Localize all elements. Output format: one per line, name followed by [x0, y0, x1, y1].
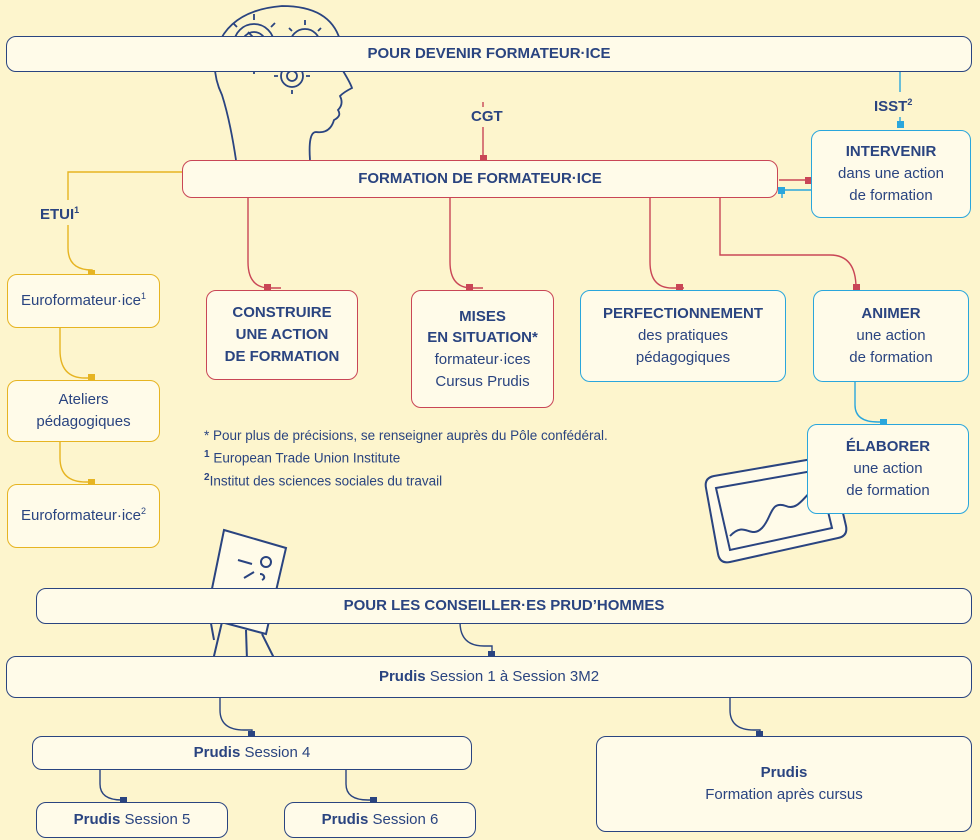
- prudhommes-title: POUR LES CONSEILLER·ES PRUD’HOMMES: [343, 597, 665, 615]
- elaborer-line2: une action: [853, 460, 923, 478]
- ateliers-line2: pédagogiques: [36, 413, 131, 430]
- prudis-s5-text: Session 5: [124, 811, 191, 829]
- etui-sup: 1: [74, 205, 80, 215]
- footnote-2-sup: 2: [204, 471, 210, 483]
- elaborer-heading: ÉLABORER: [845, 438, 931, 456]
- etui-text: ETUI: [40, 206, 75, 223]
- euroformateur-2-label: Euroformateur·ice2: [21, 505, 146, 527]
- footnotes: * Pour plus de précisions, se renseigner…: [204, 426, 608, 490]
- prudis-s5-label: Prudis Session 5: [74, 809, 191, 831]
- prudis-apres-brand: Prudis: [760, 764, 808, 782]
- perfectionnement-line2: des pratiques: [637, 327, 729, 345]
- euroformateur-2-box: Euroformateur·ice2: [7, 484, 160, 548]
- isst-sup: 2: [907, 97, 913, 107]
- construire-box: CONSTRUIRE UNE ACTION DE FORMATION: [206, 290, 358, 380]
- elaborer-box: ÉLABORER une action de formation: [807, 424, 969, 514]
- prudis-s6-brand: Prudis: [321, 811, 369, 829]
- pour-devenir-banner: POUR DEVENIR FORMATEUR·ICE: [6, 36, 972, 72]
- mises-line2: EN SITUATION*: [427, 329, 538, 347]
- prudis-s5-box: Prudis Session 5: [36, 802, 228, 838]
- euroformateur-2-text: Euroformateur·ice: [20, 507, 142, 525]
- prudis-s5-brand: Prudis: [73, 811, 121, 829]
- animer-box: ANIMER une action de formation: [813, 290, 969, 382]
- footnote-star: * Pour plus de précisions, se renseigner…: [204, 428, 608, 443]
- ateliers-box: Ateliers pédagogiques: [7, 380, 160, 442]
- footnote-2: 2Institut des sciences sociales du trava…: [204, 468, 608, 491]
- euroformateur-1-sup: 1: [141, 291, 147, 302]
- intervenir-line2: dans une action: [838, 165, 944, 183]
- mises-box: MISES EN SITUATION* formateur·ices Cursu…: [411, 290, 554, 408]
- prudis-s4-text: Session 4: [244, 744, 311, 762]
- prudis-s1-box: Prudis Session 1 à Session 3M2: [6, 656, 972, 698]
- prudis-s4-brand: Prudis: [193, 744, 241, 762]
- perfectionnement-heading: PERFECTIONNEMENT: [602, 305, 763, 323]
- formation-title: FORMATION DE FORMATEUR·ICE: [358, 170, 602, 188]
- pour-devenir-title: POUR DEVENIR FORMATEUR·ICE: [367, 45, 611, 63]
- etui-label: ETUI1: [36, 200, 84, 225]
- footnote-1-text: European Trade Union Institute: [213, 450, 401, 466]
- prudis-apres-text: Formation après cursus: [705, 786, 863, 803]
- elaborer-line3: de formation: [846, 481, 930, 499]
- intervenir-heading: INTERVENIR: [845, 143, 937, 161]
- euroformateur-1-box: Euroformateur·ice1: [7, 274, 160, 328]
- intervenir-box: INTERVENIR dans une action de formation: [811, 130, 971, 218]
- construire-line3: DE FORMATION: [224, 347, 340, 365]
- prudis-s4-box: Prudis Session 4: [32, 736, 472, 770]
- euroformateur-2-sup: 2: [141, 506, 147, 517]
- perfectionnement-box: PERFECTIONNEMENT des pratiques pédagogiq…: [580, 290, 786, 382]
- footnote-1: 1 European Trade Union Institute: [204, 445, 608, 468]
- mises-line3: formateur·ices: [434, 351, 531, 368]
- mises-line4: Cursus Prudis: [435, 372, 530, 390]
- prudis-s6-box: Prudis Session 6: [284, 802, 476, 838]
- prudis-apres-box: Prudis Formation après cursus: [596, 736, 972, 832]
- intervenir-line3: de formation: [849, 186, 933, 204]
- prudhommes-banner: POUR LES CONSEILLER·ES PRUD’HOMMES: [36, 588, 972, 624]
- formation-box: FORMATION DE FORMATEUR·ICE: [182, 160, 778, 198]
- mises-line1: MISES: [459, 307, 506, 325]
- cgt-label: CGT: [467, 107, 507, 127]
- prudis-s4-label: Prudis Session 4: [194, 742, 311, 764]
- ateliers-line1: Ateliers: [58, 391, 109, 409]
- isst-text: ISST: [874, 98, 908, 115]
- prudis-s1-text: Session 1 à Session 3M2: [429, 668, 600, 686]
- animer-heading: ANIMER: [861, 305, 921, 323]
- euroformateur-1-text: Euroformateur·ice: [20, 292, 142, 310]
- construire-line1: CONSTRUIRE: [232, 304, 332, 322]
- animer-line2: une action: [856, 327, 926, 345]
- footnote-2-text: Institut des sciences sociales du travai…: [209, 473, 443, 488]
- prudis-s1-brand: Prudis: [378, 668, 426, 686]
- isst-label: ISST2: [870, 92, 917, 117]
- footnote-1-sup: 1: [204, 449, 210, 460]
- prudis-s6-label: Prudis Session 6: [322, 809, 439, 831]
- perfectionnement-line3: pédagogiques: [635, 348, 731, 366]
- prudis-s6-text: Session 6: [372, 811, 439, 829]
- prudis-s1-label: Prudis Session 1 à Session 3M2: [379, 666, 599, 688]
- euroformateur-1-label: Euroformateur·ice1: [21, 290, 146, 312]
- animer-line3: de formation: [849, 348, 933, 366]
- construire-line2: UNE ACTION: [235, 326, 329, 344]
